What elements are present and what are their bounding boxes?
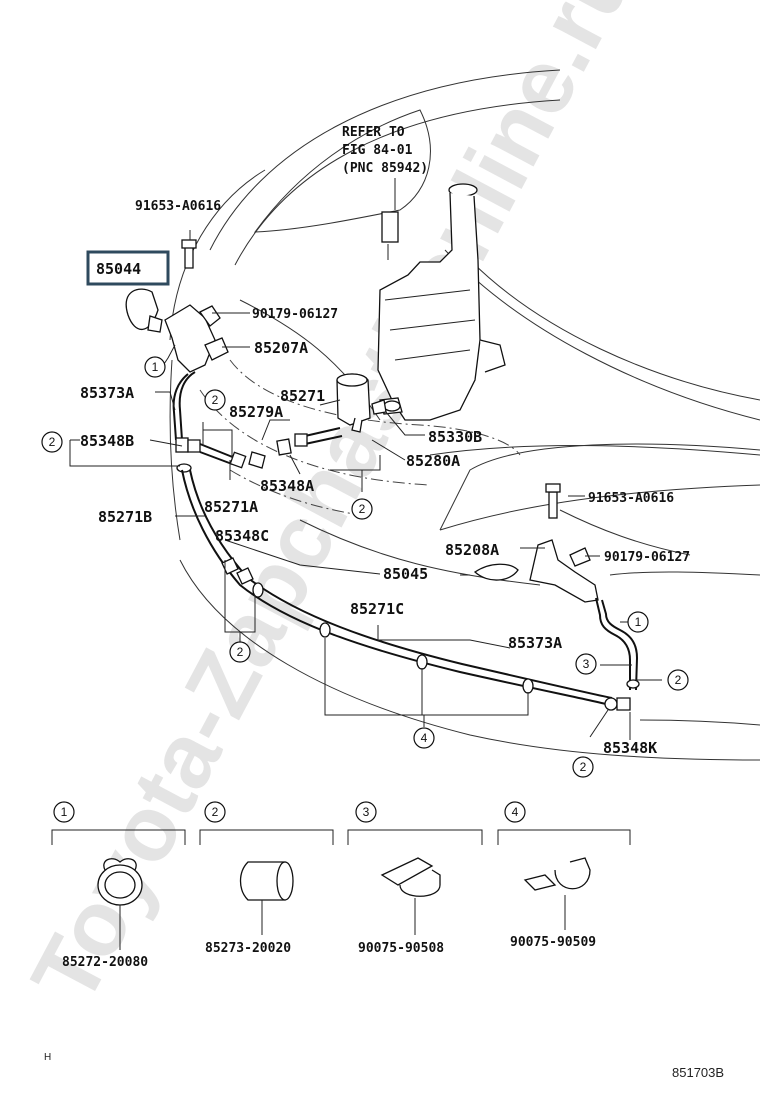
- headlamp-outline: [199, 359, 521, 516]
- label-85044: 85044: [96, 260, 141, 278]
- svg-text:1: 1: [61, 805, 68, 819]
- legend-part-3: 90075-90508: [358, 941, 444, 956]
- refer-line-2: FIG 84-01: [342, 143, 413, 158]
- label-85279A: 85279A: [229, 403, 283, 421]
- legend-part-4: 90075-90509: [510, 935, 596, 950]
- label-85271C: 85271C: [350, 600, 404, 618]
- label-85373A-right: 85373A: [508, 634, 562, 652]
- label-85330B: 85330B: [428, 428, 482, 446]
- footer-mark: H: [44, 1052, 51, 1063]
- legend-item-2: 2 85273-20020: [199, 801, 334, 956]
- svg-text:4: 4: [512, 805, 519, 819]
- refer-line-3: (PNC 85942): [342, 161, 428, 176]
- label-90179-top: 90179-06127: [252, 307, 338, 322]
- legend-item-3: 3 90075-90508: [347, 801, 483, 956]
- diagram-callouts: 1 2 2 2 2 1 3 2 4 2: [41, 356, 689, 778]
- label-85373A-left: 85373A: [80, 384, 134, 402]
- svg-text:2: 2: [580, 760, 587, 774]
- svg-text:2: 2: [49, 435, 56, 449]
- svg-text:2: 2: [237, 645, 244, 659]
- washer-tank: [377, 183, 506, 421]
- label-85271: 85271: [280, 387, 325, 405]
- label-85045: 85045: [383, 565, 428, 583]
- label-85207A: 85207A: [254, 339, 308, 357]
- legend-part-2: 85273-20020: [205, 941, 291, 956]
- legend: 1 85272-20080 2 85273-20020 3 90075-9050…: [51, 801, 631, 970]
- svg-text:1: 1: [152, 360, 159, 374]
- label-85348C: 85348C: [215, 527, 269, 545]
- label-85208A: 85208A: [445, 541, 499, 559]
- label-85348B: 85348B: [80, 432, 134, 450]
- label-85280A: 85280A: [406, 452, 460, 470]
- legend-part-1: 85272-20080: [62, 955, 148, 970]
- svg-text:2: 2: [212, 393, 219, 407]
- leader-lines: [69, 178, 662, 740]
- svg-text:2: 2: [359, 502, 366, 516]
- right-nozzle-assembly: [473, 483, 640, 691]
- legend-item-4: 4 90075-90509: [497, 801, 631, 950]
- figure-code: 851703B: [672, 1065, 724, 1080]
- label-85348K: 85348K: [603, 739, 657, 757]
- svg-text:2: 2: [212, 805, 219, 819]
- vehicle-body-outline: [169, 69, 760, 761]
- long-hose: [181, 469, 631, 711]
- legend-item-1: 1 85272-20080: [51, 801, 186, 970]
- svg-text:3: 3: [363, 805, 370, 819]
- svg-text:4: 4: [421, 731, 428, 745]
- svg-text:3: 3: [583, 657, 590, 671]
- label-91653-right: 91653-A0616: [588, 491, 674, 506]
- label-91653-top: 91653-A0616: [135, 199, 221, 214]
- label-85271B: 85271B: [98, 508, 152, 526]
- left-nozzle-assembly: [125, 239, 401, 473]
- highlight-85044-box: [86, 250, 170, 286]
- label-85348A: 85348A: [260, 477, 314, 495]
- refer-to-note: REFER TO FIG 84-01 (PNC 85942): [342, 125, 428, 176]
- svg-text:1: 1: [635, 615, 642, 629]
- refer-line-1: REFER TO: [342, 125, 405, 140]
- label-90179-right: 90179-06127: [604, 550, 690, 565]
- label-85271A: 85271A: [204, 498, 258, 516]
- svg-text:2: 2: [675, 673, 682, 687]
